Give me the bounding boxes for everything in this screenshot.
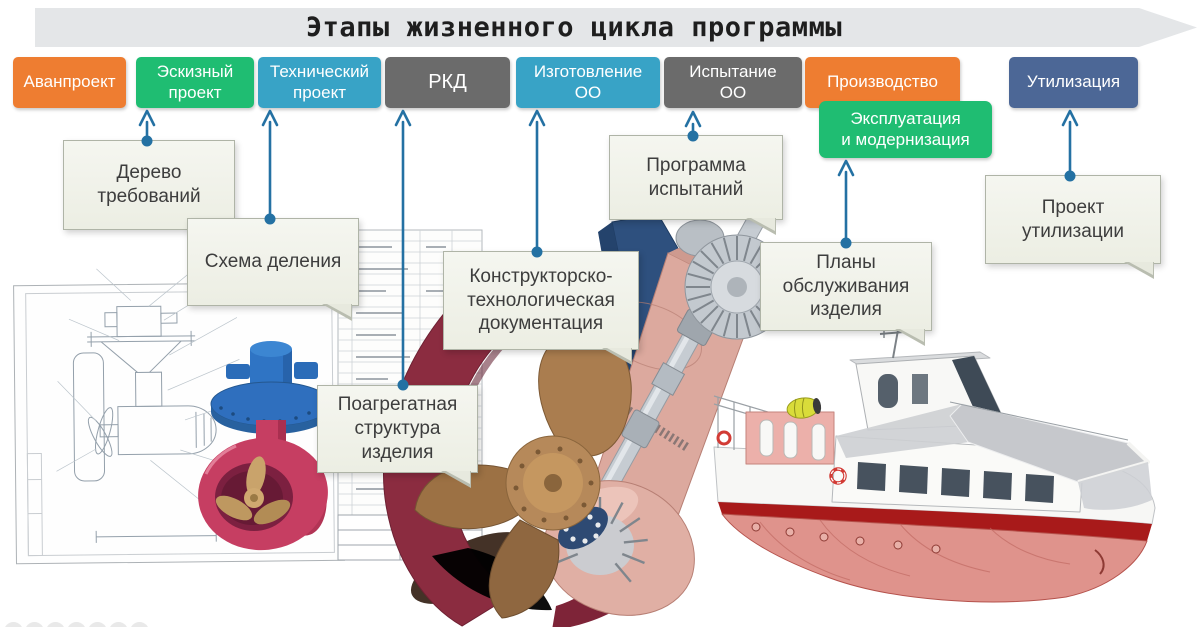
note-proekt-utilizatsii: Проект утилизации: [985, 175, 1161, 279]
stage-label: ОО: [574, 82, 602, 102]
note-line: структура: [354, 418, 441, 440]
footer-dot: [109, 622, 128, 627]
note-line: Проект: [1041, 196, 1105, 218]
note-line: требований: [97, 186, 201, 207]
note-line: Конструкторско-: [469, 265, 613, 287]
connector-arrow-shema: [261, 109, 279, 225]
page-title: Этапы жизненного цикла программы: [305, 12, 843, 43]
footer-dot: [130, 622, 149, 627]
note-derevo-trebovaniy: Дерево требований: [63, 140, 235, 245]
stage-label: Эскизный: [156, 62, 234, 82]
note-line: испытаний: [648, 178, 744, 200]
stage-label: Аванпроект: [23, 72, 116, 92]
note-line: документация: [478, 313, 604, 335]
note-line: обслуживания: [782, 275, 910, 297]
note-konstruktorsko-dokumentatsiya: Конструкторско- технологическая документ…: [443, 251, 639, 365]
stage-label: и модернизация: [841, 129, 970, 149]
stage-utilizatsiya: Утилизация: [1009, 57, 1138, 108]
footer-dot: [46, 622, 65, 627]
connector-arrow-proekt-utilizatsii: [1061, 109, 1079, 182]
stage-label: Изготовление: [533, 62, 643, 82]
note-line: Планы: [816, 251, 876, 273]
note-line: Схема деления: [204, 251, 342, 273]
note-plany-obsluzhivaniya: Планы обслуживания изделия: [760, 242, 932, 346]
stage-label: ОО: [719, 82, 747, 102]
connector-arrow-konstruktorsko: [528, 109, 546, 258]
stage-label: Утилизация: [1026, 72, 1121, 92]
note-line: Дерево: [116, 162, 182, 184]
stage-label: проект: [293, 82, 346, 102]
footer-dot: [67, 622, 86, 627]
note-line: Программа: [646, 154, 746, 176]
stage-label: РКД: [428, 70, 467, 93]
note-line: утилизации: [1022, 220, 1124, 242]
note-shema-deleniya: Схема деления: [187, 218, 359, 321]
footer-dot: [4, 622, 23, 627]
tunnel-thruster-icon: [198, 341, 332, 551]
footer-dot: [25, 622, 44, 627]
stage-proizvodstvo: Производство: [805, 57, 960, 108]
stage-label: Технический: [269, 62, 370, 82]
note-line: изделия: [361, 441, 434, 463]
stage-rkd: РКД: [385, 57, 510, 108]
stage-label: проект: [168, 82, 222, 102]
note-poagregatnaya-struktura: Поагрегатная структура изделия: [317, 385, 478, 488]
research-vessel-icon: [713, 311, 1156, 603]
note-line: Поагрегатная: [337, 394, 458, 416]
stage-avanproekt: Аванпроект: [13, 57, 126, 108]
title-banner-arrow: Этапы жизненного цикла программы: [35, 8, 1197, 47]
note-programma-ispytaniy: Программа испытаний: [609, 135, 783, 235]
stage-label: Испытание: [689, 62, 777, 82]
connector-arrow-poagregatnaya: [394, 109, 412, 391]
stage-label: Производство: [827, 72, 938, 92]
connector-arrow-plany: [837, 159, 855, 249]
stage-label: Эксплуатация: [850, 109, 961, 129]
note-line: изделия: [810, 299, 882, 321]
footer-dot: [88, 622, 107, 627]
note-line: технологическая: [467, 289, 615, 311]
